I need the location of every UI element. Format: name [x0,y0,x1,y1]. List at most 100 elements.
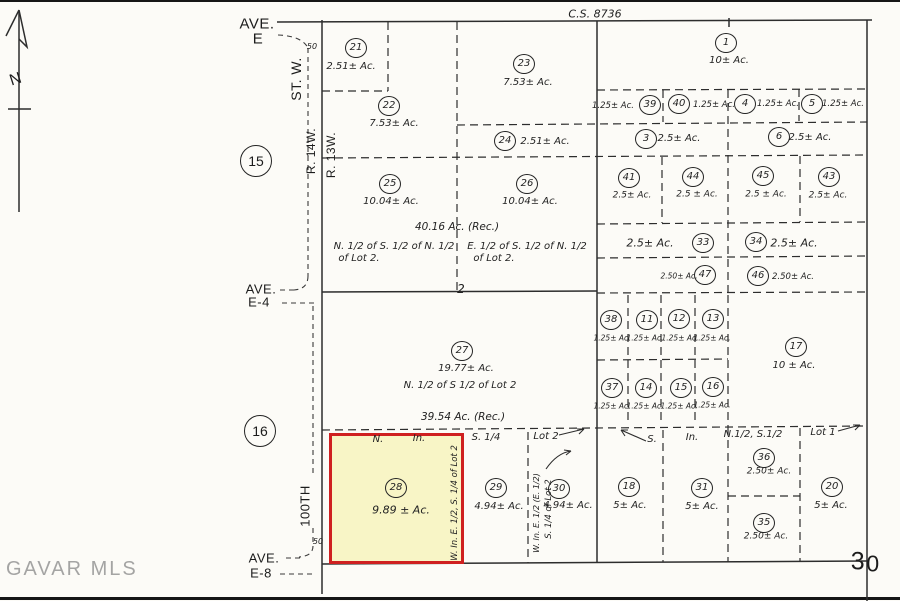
boundary-label: S. [647,434,657,445]
lot-27-acreage: 19.77± Ac. [438,363,494,374]
lot-28-acreage: 9.89 ± Ac. [372,503,430,517]
boundary-label: Lot 2 [533,431,559,442]
lot-5-marker: 5 [801,94,823,114]
north-label: N [7,69,25,90]
lot-35-acreage: 2.50± Ac. [743,531,789,542]
boundary-label: N. [372,434,384,445]
lot-23-marker: 23 [513,54,535,74]
lot-16-acreage: 1.25± Ac. [693,400,731,410]
lot-26-marker: 26 [516,174,538,194]
lot-38-marker: 38 [600,310,622,330]
lot-29-marker: 29 [485,478,507,498]
lot-11-marker: 11 [636,310,658,330]
record-acreage: 39.54 Ac. (Rec.) [420,410,506,423]
lot-26-acreage: 10.04± Ac. [502,196,558,207]
township-16-marker: 16 [244,415,276,447]
lot-28-marker: 28 [385,478,407,498]
lot-6-marker: 6 [768,127,790,147]
lot-43-acreage: 2.5± Ac. [808,190,848,201]
scan-edge-top [0,0,900,2]
lot-15-acreage: 1.25± Ac. [660,401,698,411]
lot-37-acreage: 1.25± Ac. [593,401,631,411]
lot-15-marker: 15 [670,378,692,398]
lot-22-marker: 22 [378,96,400,116]
lot-41-acreage: 2.5± Ac. [612,190,652,201]
lot-1-marker: 1 [715,33,737,53]
lot-37-marker: 37 [601,378,623,398]
lot-20-acreage: 5± Ac. [814,500,848,511]
range-13w-label: R. 13W. [324,131,338,179]
lot-30-marker: 30 [548,479,570,499]
lot-24-marker: 24 [494,131,516,151]
lot-18-marker: 18 [618,477,640,497]
lot-31-marker: 31 [691,478,713,498]
ave-e8-label: E-8 [250,565,272,581]
survey-number: C.S. 8736 [568,7,622,21]
highlighted-parcel-lot-28[interactable] [329,433,464,564]
lot-21-acreage: 2.51± Ac. [326,61,376,72]
boundary-label: In. [412,433,426,444]
lot-45-acreage: 2.5 ± Ac. [745,189,787,200]
lot-43-marker: 43 [818,167,840,187]
lot-25-marker: 25 [379,174,401,194]
boundary-label: N.1/2, S.1/2 [723,429,783,440]
ave-e-label: AVE. [239,15,275,33]
lot-13-marker: 13 [702,309,724,329]
lot-46-marker: 46 [747,266,769,286]
st-w-label: ST. W. [288,57,304,101]
road-width-label: 50 [306,42,318,51]
lot-40-marker: 40 [668,94,690,114]
lot-21-marker: 21 [345,38,367,58]
lot-12-acreage: 1.25± Ac. [661,333,699,343]
legal-description: N. 1/2 of S. 1/2 of N. 1/2 [333,241,455,252]
record-acreage: 40.16 Ac. (Rec.) [414,220,500,233]
lot-33-acreage: 2.5± Ac. [626,236,674,250]
sheet-number: 0 [866,550,880,577]
lot-24-acreage: 2.51± Ac. [520,136,570,147]
legal-description-vertical: W. In. E. 1/2, S. 1/4 of Lot 2 [449,445,460,561]
lot-14-acreage: 1.25± Ac. [626,401,664,411]
lot-14-marker: 14 [635,378,657,398]
sheet-number: 3 [850,547,866,576]
legal-description-vertical: S. 1/4 of Lot 2 [543,479,554,539]
boundary-label: Lot 1 [810,427,836,438]
lot-47-marker: 47 [694,265,716,285]
lot-45-marker: 45 [752,166,774,186]
ave-e4-label: E-4 [248,294,270,310]
ave-e-label: E [252,30,264,48]
lot-3-acreage: 2.5± Ac. [657,133,701,144]
lot-12-marker: 12 [668,309,690,329]
lot-39-marker: 39 [639,95,661,115]
lot-3-marker: 3 [635,129,657,149]
lot-16-marker: 16 [702,377,724,397]
lot-30-acreage: 4.94± Ac. [543,500,593,511]
ave-e8-label: AVE. [248,550,280,566]
lot-29-acreage: 4.94± Ac. [474,501,524,512]
lot-47-acreage: 2.50± Ac. [660,271,698,281]
lot-34-acreage: 2.5± Ac. [770,236,818,250]
lot-41-marker: 41 [618,168,640,188]
lot-35-marker: 35 [753,513,775,533]
lot-34-marker: 34 [745,232,767,252]
township-15-marker: 15 [240,145,272,177]
boundary-label: S. 1/4 [471,432,501,443]
lot-46-acreage: 2.50± Ac. [772,271,814,282]
lot-20-marker: 20 [821,477,843,497]
lot-4-acreage: 1.25± Ac. [757,98,799,109]
watermark: GAVAR MLS [6,558,138,580]
lot-27-marker: 27 [451,341,473,361]
scan-edge-bottom [0,597,900,600]
lot-5-acreage: 1.25± Ac. [822,98,864,109]
range-14w-label: R. 14W. [304,127,318,175]
lot-6-acreage: 2.5± Ac. [788,132,832,143]
lot-44-marker: 44 [682,167,704,187]
lot-36-acreage: 2.50± Ac. [746,466,792,477]
boundary-label: In. [685,432,699,443]
lot-4-marker: 4 [734,94,756,114]
lot-44-acreage: 2.5 ± Ac. [676,189,718,200]
lot-36-marker: 36 [753,448,775,468]
lot-13-acreage: 1.25± Ac. [693,333,731,343]
legal-description: E. 1/2 of S. 1/2 of N. 1/2 [467,241,587,252]
legal-description: of Lot 2. [338,253,380,264]
